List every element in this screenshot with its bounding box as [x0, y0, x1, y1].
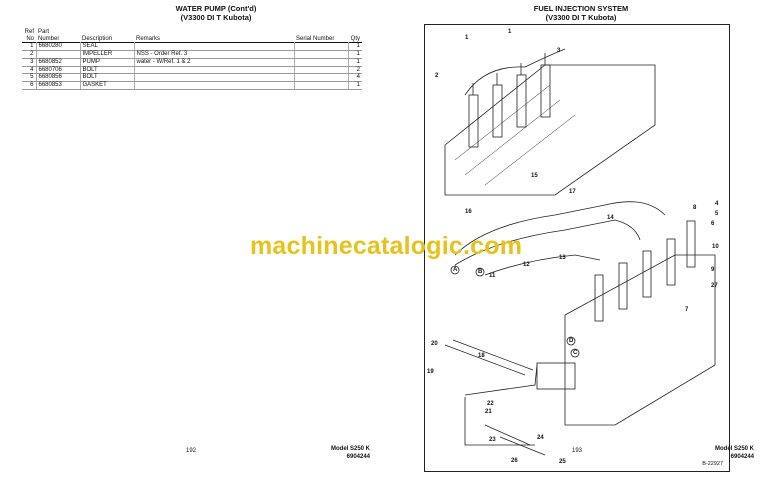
callout-18: 18	[478, 353, 485, 359]
callout-14: 14	[607, 215, 614, 221]
callout-26: 26	[511, 458, 518, 464]
left-page: WATER PUMP (Cont'd) (V3300 DI T Kubota) …	[22, 4, 384, 461]
callout-b: B	[478, 269, 483, 275]
callout-1a: 1	[508, 29, 512, 35]
callout-1b: 1	[465, 35, 469, 41]
right-title-line1: FUEL INJECTION SYSTEM	[533, 4, 629, 13]
callout-11: 11	[489, 273, 496, 279]
fuel-injection-diagram: 1 1 2 3 4 5 6 7 8 9 10 11 12 13 14 15 16…	[424, 24, 730, 472]
callout-22: 22	[487, 401, 494, 407]
callout-13: 13	[559, 255, 566, 261]
callout-3: 3	[557, 48, 561, 54]
callout-9: 9	[711, 267, 715, 273]
callout-19: 19	[427, 369, 434, 375]
col-serial-number: Serial Number	[296, 35, 335, 42]
pump-line	[444, 339, 534, 376]
callout-10: 10	[712, 244, 719, 250]
right-title-line2: (V3300 DI T Kubota)	[545, 13, 617, 22]
watermark: machinecatalogic.com	[250, 232, 523, 260]
callout-5: 5	[715, 211, 719, 217]
right-model-block: Model S250 K 6904244	[674, 446, 754, 461]
right-page-title: FUEL INJECTION SYSTEM (V3300 DI T Kubota…	[394, 4, 768, 22]
figure-id: B-22927	[702, 461, 723, 467]
callout-16: 16	[465, 209, 472, 215]
callout-12: 12	[523, 262, 530, 268]
callout-4: 4	[715, 201, 719, 207]
right-page: FUEL INJECTION SYSTEM (V3300 DI T Kubota…	[384, 0, 768, 497]
callout-2: 2	[435, 73, 439, 79]
right-page-number: 193	[572, 448, 583, 454]
left-model-code: 6904244	[346, 453, 370, 460]
col-description: Description	[82, 35, 113, 42]
callout-7: 7	[685, 307, 689, 313]
col-qty: Qty	[350, 35, 360, 42]
callout-c: C	[573, 350, 578, 356]
left-page-title: WATER PUMP (Cont'd) (V3300 DI T Kubota)	[48, 4, 384, 22]
left-model: Model S250 K	[330, 446, 370, 452]
col-remarks: Remarks	[136, 35, 161, 42]
callout-21: 21	[485, 409, 492, 415]
diagram-drawing	[444, 48, 716, 456]
callout-6: 6	[711, 221, 715, 227]
callout-15: 15	[531, 173, 538, 179]
fuel-line-main	[454, 201, 666, 256]
lower-engine-block	[564, 254, 716, 426]
callout-24: 24	[537, 435, 544, 441]
left-model-block: Model S250 K 6904244	[290, 446, 370, 461]
top-injectors	[464, 48, 566, 148]
lower-injectors	[594, 220, 696, 322]
injection-pump	[536, 362, 576, 390]
left-page-number: 192	[186, 448, 197, 454]
left-title-line2: (V3300 DI T Kubota)	[180, 13, 252, 22]
right-model-code: 6904244	[730, 453, 754, 460]
callout-25: 25	[559, 459, 566, 465]
callout-d: D	[569, 338, 574, 344]
callout-8: 8	[693, 205, 697, 211]
callout-20: 20	[431, 341, 438, 347]
callout-27: 27	[711, 283, 718, 289]
callout-a: A	[453, 267, 458, 273]
callout-17: 17	[569, 189, 576, 195]
callout-23: 23	[489, 437, 496, 443]
right-model: Model S250 K	[714, 446, 754, 452]
left-title-line1: WATER PUMP (Cont'd)	[175, 4, 257, 13]
